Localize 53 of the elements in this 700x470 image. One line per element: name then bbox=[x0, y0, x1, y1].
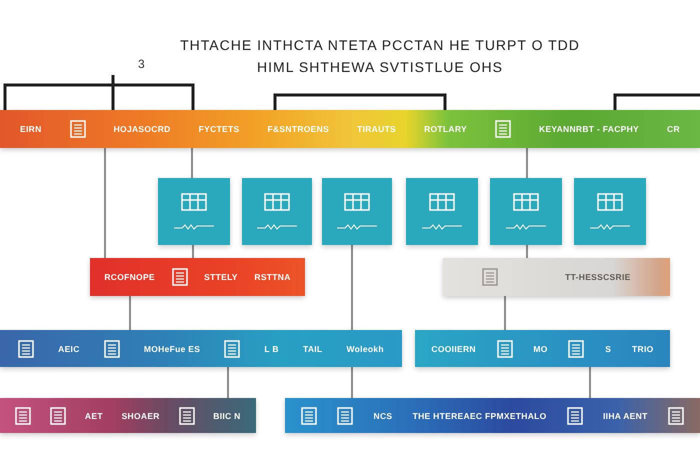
band-label: S bbox=[605, 344, 612, 354]
band-label: THE HTEREAEC FPMXETHALO bbox=[412, 410, 547, 420]
band-label: NCS bbox=[374, 410, 392, 420]
band-label: MO bbox=[533, 344, 548, 354]
color-band bbox=[443, 258, 670, 296]
band-label: L B bbox=[264, 344, 279, 354]
connector-line bbox=[227, 367, 229, 398]
band-label: CR bbox=[667, 124, 680, 134]
color-band bbox=[0, 398, 256, 433]
color-band bbox=[0, 330, 402, 367]
connector-line bbox=[192, 245, 194, 258]
band-label: TIRAUTS bbox=[357, 124, 396, 134]
color-band bbox=[90, 258, 305, 296]
info-tile bbox=[490, 178, 562, 245]
connector-line bbox=[351, 367, 353, 398]
band-label: AEIC bbox=[58, 344, 80, 354]
band-label: IIHA AENT bbox=[603, 410, 648, 420]
band-label: TRIO bbox=[632, 344, 654, 354]
band-label: KEYANNRBT - FACPHY bbox=[539, 124, 640, 134]
band-label: HOJASOCRD bbox=[114, 124, 171, 134]
band-label: F&SNTROENS bbox=[268, 124, 330, 134]
connector-line bbox=[589, 367, 591, 398]
label-text: 3 bbox=[138, 57, 145, 71]
band-label: COOIIERN bbox=[431, 344, 476, 354]
band-label: BIIC N bbox=[213, 410, 241, 420]
connector-line bbox=[526, 245, 528, 258]
info-tile bbox=[574, 178, 646, 245]
band-label: TT-HESSCSRIE bbox=[565, 272, 631, 282]
info-tile bbox=[322, 178, 392, 245]
info-tile bbox=[158, 178, 230, 245]
connector-line bbox=[104, 148, 106, 258]
color-band bbox=[285, 398, 700, 433]
color-band bbox=[0, 110, 700, 148]
connector-line bbox=[351, 245, 353, 330]
band-label: AET bbox=[84, 410, 103, 420]
band-label: Woleokh bbox=[346, 344, 384, 354]
band-label: EIRN bbox=[20, 124, 42, 134]
connector-line bbox=[191, 148, 193, 178]
color-band bbox=[415, 330, 670, 367]
band-label: ROTLARY bbox=[424, 124, 467, 134]
title: THTACHE INTHCTA NTETA PCCTAN HE TURPT O TDD HIML SHTHEWA SVTISTLUE OHS bbox=[179, 36, 581, 77]
band-label: MOHeFue ES bbox=[144, 344, 200, 354]
band-label: TAIL bbox=[302, 344, 322, 354]
band-label: STTELY bbox=[204, 272, 238, 282]
band-label: RSTTNA bbox=[254, 272, 291, 282]
band-label: RCOFNOPE bbox=[104, 272, 155, 282]
info-tile bbox=[242, 178, 312, 245]
band-label: FYCTETS bbox=[198, 124, 240, 134]
band-label: SHOAER bbox=[122, 410, 160, 420]
connector-line bbox=[504, 296, 506, 330]
connector-line bbox=[526, 148, 528, 178]
info-tile bbox=[406, 178, 478, 245]
connector-line bbox=[129, 296, 131, 330]
